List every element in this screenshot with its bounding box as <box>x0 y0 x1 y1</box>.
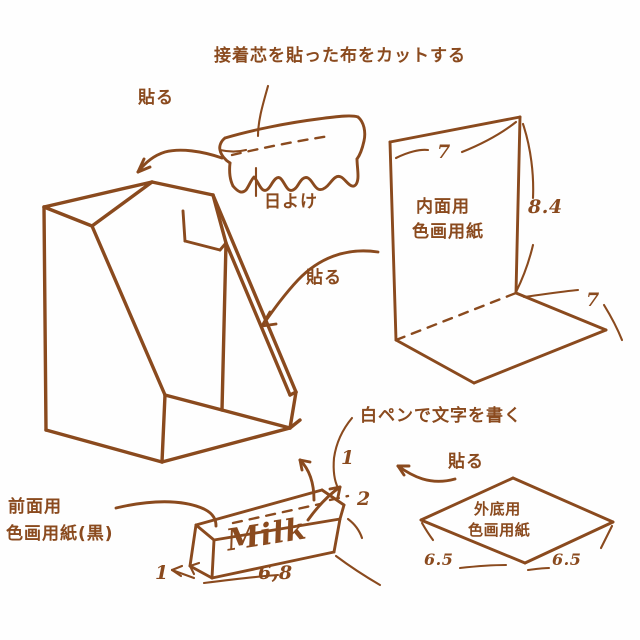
white-pen-instruction-label: 白ペンで文字を書く <box>360 406 522 426</box>
sunshade-label: 日よけ <box>264 192 318 212</box>
outer-bottom-paper <box>396 464 615 572</box>
milk-dim-height-left: 1 <box>155 562 169 584</box>
milk-dim-top-right: 1 <box>341 447 355 469</box>
inner-paper-panel <box>388 115 624 385</box>
main-display-box <box>42 180 302 464</box>
fabric-leader-line <box>256 84 270 138</box>
sunshade-fabric <box>218 114 367 198</box>
inner-panel-label-line1: 内面用 <box>416 197 470 217</box>
glue-label-top-left: 貼る <box>138 88 174 108</box>
outer-bottom-dim-right: 6.5 <box>552 550 582 569</box>
glue-label-middle: 貼る <box>306 268 342 288</box>
front-panel-label-line2: 色画用紙(黒) <box>6 524 114 544</box>
top-instruction-label: 接着芯を貼った布をカットする <box>214 46 466 66</box>
glue-arrow-middle <box>260 249 380 328</box>
inner-panel-dim-top: 7 <box>437 141 451 163</box>
front-panel-label-line1: 前面用 <box>8 497 62 517</box>
glue-arrow-top-left <box>136 148 224 174</box>
outer-bottom-label-line1: 外底用 <box>474 500 521 518</box>
inner-panel-label-line2: 色画用紙 <box>412 222 484 242</box>
glue-label-bottom-right: 貼る <box>448 452 484 472</box>
milk-dim-width: 6,8 <box>258 562 293 584</box>
milk-dim-right: 2 <box>357 488 371 510</box>
milk-carton <box>114 416 382 587</box>
inner-panel-dim-bottom: 7 <box>586 289 600 311</box>
outer-bottom-label-line2: 色画用紙 <box>468 521 531 539</box>
inner-panel-dim-right: 8.4 <box>528 196 563 218</box>
outer-bottom-dim-left: 6.5 <box>424 550 454 569</box>
